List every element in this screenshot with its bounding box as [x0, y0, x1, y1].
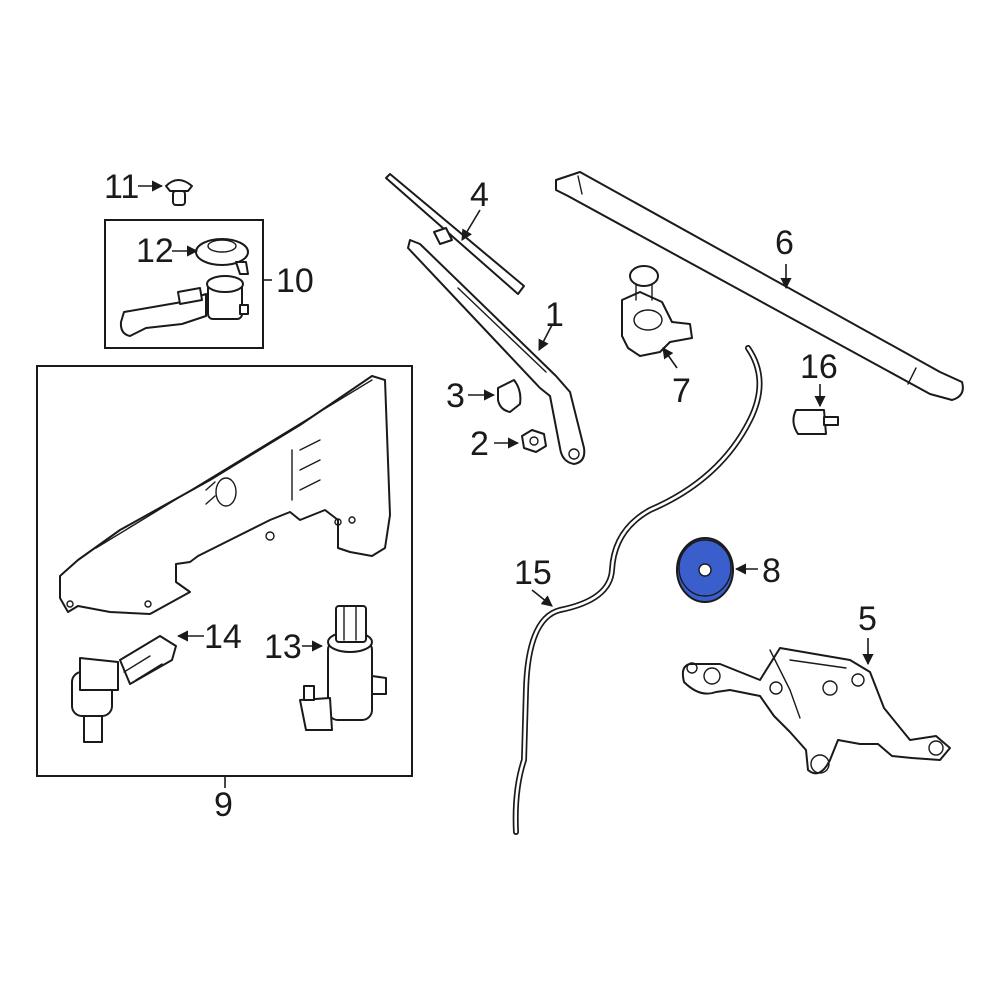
part-15-washer-hose[interactable]	[512, 345, 763, 835]
assembly-10-frame	[104, 219, 264, 349]
callout-16: 16	[800, 348, 838, 386]
part-6-drive-link[interactable]	[555, 171, 964, 401]
callout-11: 11	[104, 168, 139, 206]
part-7-pivot[interactable]	[621, 265, 693, 357]
part-2-nut[interactable]	[521, 429, 547, 453]
part-10-filler-neck[interactable]	[119, 275, 249, 337]
callout-3: 3	[446, 377, 465, 415]
part-16-nozzle[interactable]	[792, 409, 839, 435]
part-12-reservoir-cap[interactable]	[195, 238, 249, 275]
part-3-arm-cap[interactable]	[497, 379, 522, 413]
callout-7: 7	[672, 372, 691, 410]
callout-8: 8	[762, 552, 781, 590]
callout-9: 9	[214, 786, 233, 824]
callout-12: 12	[136, 232, 174, 270]
callout-4: 4	[470, 176, 489, 214]
callout-15: 15	[514, 554, 552, 592]
part-11-clip[interactable]	[165, 179, 193, 206]
part-14-level-sensor[interactable]	[71, 635, 177, 743]
part-9-washer-reservoir[interactable]	[59, 375, 391, 615]
callout-1: 1	[545, 296, 564, 334]
callout-14: 14	[204, 618, 242, 656]
part-13-washer-pump[interactable]	[299, 605, 387, 731]
part-1-wiper-arm[interactable]	[407, 239, 586, 465]
callout-6: 6	[775, 224, 794, 262]
part-4-wiper-blade[interactable]	[385, 173, 525, 295]
callout-5: 5	[858, 600, 877, 638]
callout-10: 10	[276, 262, 314, 300]
part-5-wiper-motor[interactable]	[681, 647, 951, 775]
part-8-grommet[interactable]	[676, 537, 734, 603]
callout-13: 13	[264, 628, 302, 666]
callout-2: 2	[470, 425, 489, 463]
